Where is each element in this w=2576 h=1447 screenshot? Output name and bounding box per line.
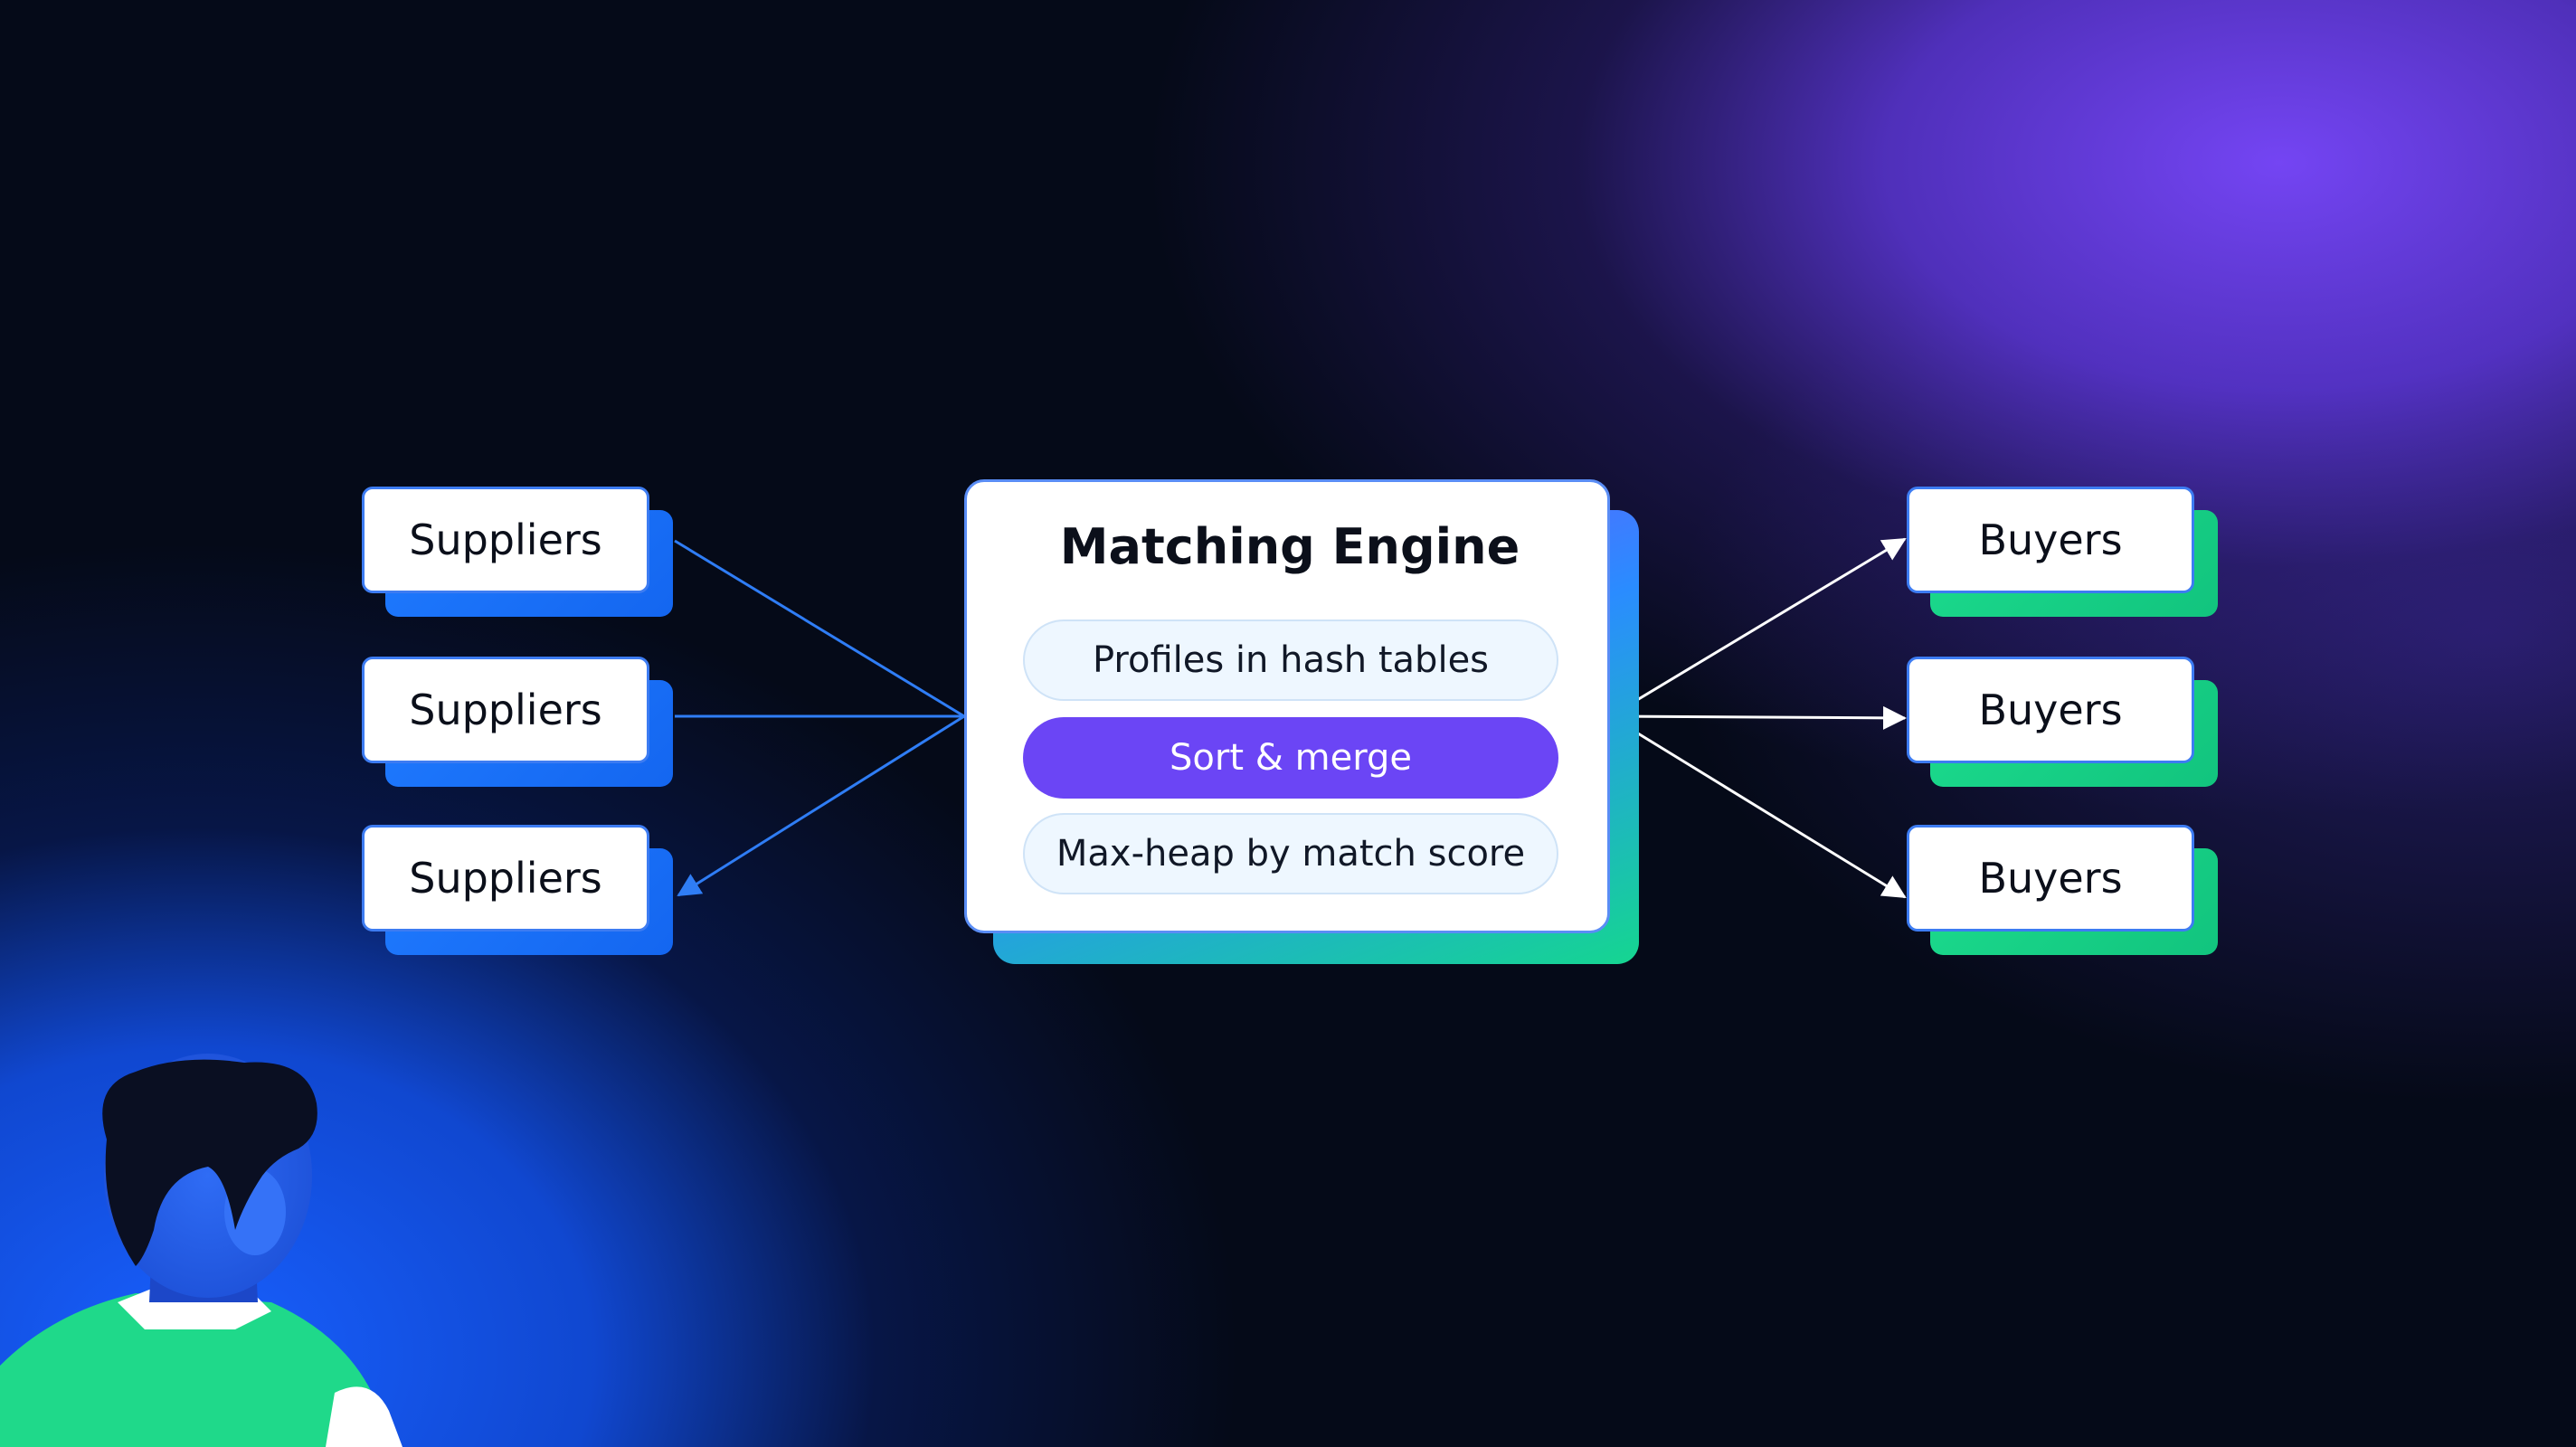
buyer-node-label: Buyers [1907, 487, 2194, 593]
buyer-2-arrow [1609, 705, 1907, 730]
engine-step-sort-merge: Sort & merge [1023, 717, 1558, 799]
person-shirt [0, 1293, 398, 1447]
matching-engine-face: Matching Engine Profiles in hash tables … [964, 479, 1610, 933]
matching-engine-title: Matching Engine [1059, 518, 1520, 575]
buyer-node: Buyers [1907, 657, 2218, 787]
person-hair [102, 1059, 317, 1266]
supplier-3-connector-arrow [677, 714, 965, 897]
supplier-node-label: Suppliers [362, 657, 649, 763]
engine-step-max-heap: Max-heap by match score [1023, 813, 1558, 894]
buyer-1-arrow [1609, 537, 1907, 718]
person-illustration [0, 1054, 402, 1447]
supplier-1-connector [674, 539, 965, 718]
matching-engine-card: Matching Engine Profiles in hash tables … [964, 479, 1639, 964]
person-sleeve [326, 1386, 402, 1447]
buyer-node: Buyers [1907, 825, 2218, 955]
supplier-node-label: Suppliers [362, 825, 649, 932]
buyer-node-label: Buyers [1907, 825, 2194, 932]
buyer-node: Buyers [1907, 487, 2218, 617]
engine-step-hash-tables: Profiles in hash tables [1023, 619, 1558, 701]
supplier-node: Suppliers [362, 487, 673, 617]
supplier-node: Suppliers [362, 657, 673, 787]
buyer-3-arrow [1609, 714, 1907, 899]
buyer-node-label: Buyers [1907, 657, 2194, 763]
supplier-node-label: Suppliers [362, 487, 649, 593]
supplier-node: Suppliers [362, 825, 673, 955]
